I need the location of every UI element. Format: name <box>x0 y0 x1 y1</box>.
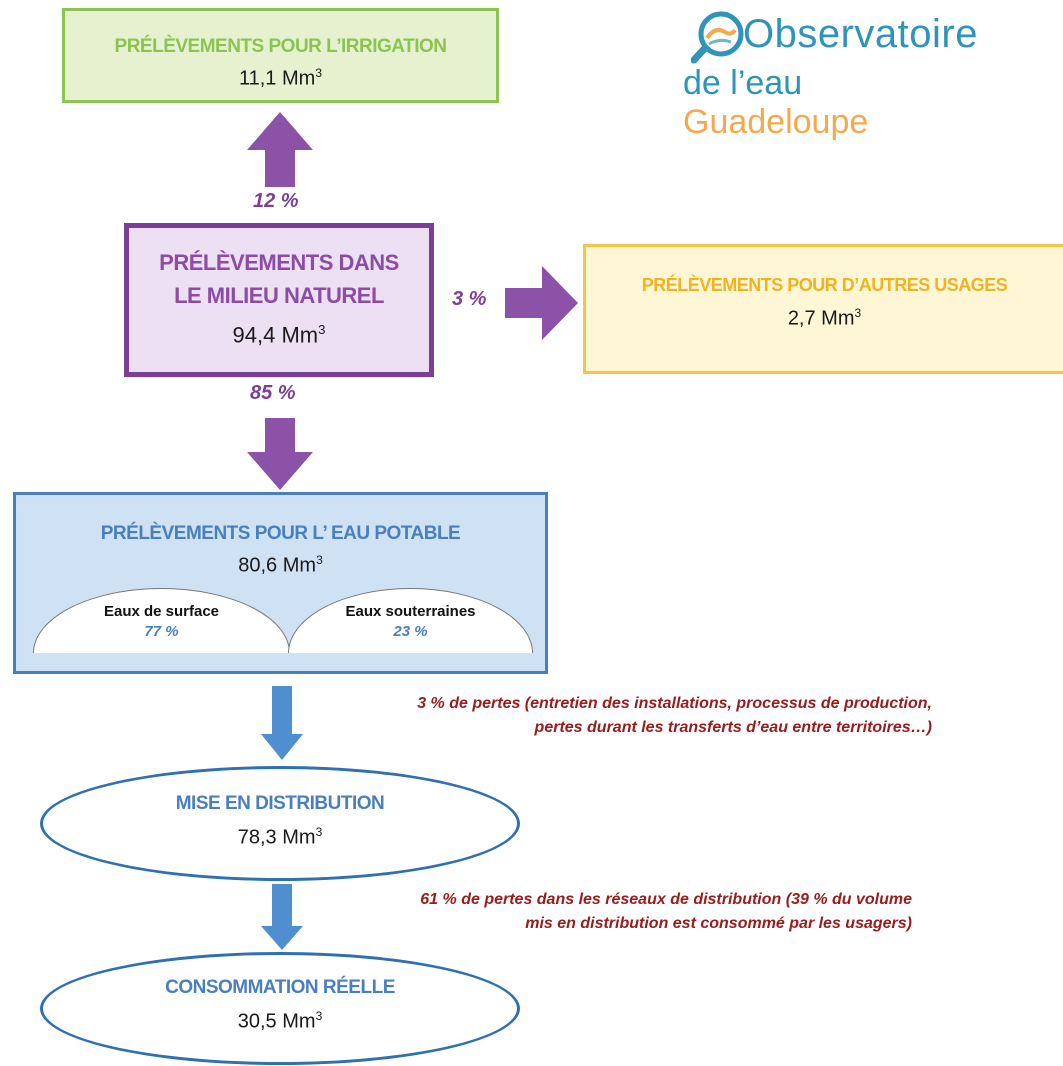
eaux-surface-label: Eaux de surface <box>103 603 220 620</box>
irrigation-percent: 12 % <box>253 190 299 212</box>
consommation-title: CONSOMMATION RÉELLE <box>165 977 395 998</box>
milieu-title: PRÉLÈVEMENTS DANS LE MILIEU NATUREL <box>159 250 399 308</box>
arrow-right-autres <box>505 266 578 340</box>
eaux-souterraines-dome: Eaux souterraines 23 % <box>288 588 533 653</box>
distribution-value: 78,3 Mm3 <box>237 825 323 849</box>
eaux-souterraines-label: Eaux souterraines <box>345 603 476 620</box>
milieu-naturel-box: PRÉLÈVEMENTS DANS LE MILIEU NATUREL 94,4… <box>124 223 434 377</box>
distribution-title: MISE EN DISTRIBUTION <box>175 793 385 814</box>
logo-line1: Observatoire <box>743 12 978 56</box>
arrow-down-potable <box>247 418 313 490</box>
autres-usages-box: PRÉLÈVEMENTS POUR D’AUTRES USAGES 2,7 Mm… <box>583 244 1063 374</box>
magnifier-logo-icon <box>691 11 744 64</box>
eau-potable-value: 80,6 Mm3 <box>238 553 323 577</box>
irrigation-title: PRÉLÈVEMENTS POUR L’IRRIGATION <box>114 36 447 57</box>
arrow-down-consommation <box>261 884 303 950</box>
irrigation-box: PRÉLÈVEMENTS POUR L’IRRIGATION 11,1 Mm3 <box>62 8 499 103</box>
irrigation-value: 11,1 Mm3 <box>238 66 322 90</box>
pertes-reseau-note: 61 % de pertes dans les réseaux de distr… <box>420 891 912 932</box>
arrow-up-irrigation <box>247 112 313 187</box>
eau-potable-box: PRÉLÈVEMENTS POUR L’ EAU POTABLE 80,6 Mm… <box>13 492 548 674</box>
pertes-production-note: 3 % de pertes (entretien des installatio… <box>417 695 932 736</box>
eau-potable-title: PRÉLÈVEMENTS POUR L’ EAU POTABLE <box>100 523 461 544</box>
autres-usages-title: PRÉLÈVEMENTS POUR D’AUTRES USAGES <box>641 275 1008 295</box>
eau-potable-percent: 85 % <box>250 382 296 404</box>
eaux-surface-dome: Eaux de surface 77 % <box>33 588 290 653</box>
eaux-souterraines-percent: 23 % <box>393 623 428 640</box>
autres-usages-percent: 3 % <box>452 288 487 310</box>
arrow-down-distribution <box>261 686 303 760</box>
distribution-ellipse: MISE EN DISTRIBUTION 78,3 Mm3 <box>40 766 520 881</box>
consommation-value: 30,5 Mm3 <box>237 1009 323 1033</box>
milieu-value: 94,4 Mm3 <box>232 322 326 348</box>
eaux-surface-percent: 77 % <box>144 623 179 640</box>
autres-usages-value: 2,7 Mm3 <box>787 306 862 330</box>
logo-line2: de l’eau Guadeloupe <box>683 64 869 141</box>
consommation-ellipse: CONSOMMATION RÉELLE 30,5 Mm3 <box>40 952 520 1065</box>
observatoire-logo: Observatoire de l’eau Guadeloupe <box>683 6 983 141</box>
